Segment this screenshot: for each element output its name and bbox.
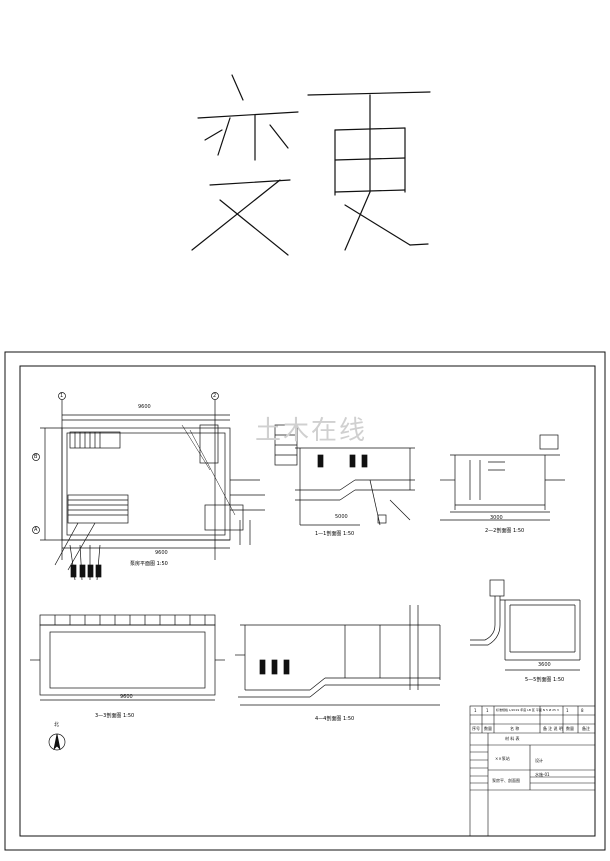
tb-r1-c5: 8: [581, 708, 584, 713]
tb-r1-c2: 1: [486, 708, 489, 713]
plan-axis-a: A: [34, 527, 38, 533]
section-5-5: [470, 579, 581, 671]
tb-firm: 设计: [535, 758, 543, 763]
north-label: 北: [54, 722, 60, 728]
tb-drawing: 泵房平、剖面图: [492, 778, 520, 783]
plan-dim-bottom: 9600: [155, 550, 168, 556]
title-block: [469, 705, 596, 837]
tb-r2-c3: 名 称: [510, 726, 520, 731]
tb-project: ××泵站: [495, 756, 510, 761]
tb-r2-c6: 备注: [582, 726, 590, 731]
north-arrow: [48, 733, 66, 751]
plan-dim-top: 9600: [138, 404, 151, 410]
change-stamp: [191, 74, 431, 256]
section-4-4: [235, 605, 441, 706]
section-2-2: [440, 434, 565, 521]
section-3-3: [30, 614, 225, 701]
tb-r1-c3: 标准规格 L/2019 年度 LB 区 平面 N 5 Ø 25 3: [496, 708, 559, 712]
watermark: 土木在线: [255, 416, 368, 446]
tb-r1-c4: 1: [566, 708, 569, 713]
tb-r2-c1: 序号: [472, 726, 480, 731]
tb-r1-c1: 1: [474, 708, 477, 713]
plan-axis-2: 2: [213, 393, 217, 399]
tb-r2-c2: 数量: [484, 726, 492, 731]
tb-header: 材 料 表: [505, 736, 520, 741]
tb-drawing-no: 水施-01: [535, 772, 550, 777]
section-2-title: 2—2剖面图 1:50: [485, 528, 525, 534]
plan-axis-b: B: [34, 454, 38, 460]
inner-frame: [19, 365, 596, 837]
plan-axis-1: 1: [60, 393, 64, 399]
tb-r2-c5: 数量: [566, 726, 574, 731]
pump-house-plan: [32, 392, 265, 581]
plan-title: 泵房平面图 1:50: [130, 561, 168, 567]
section-1-title: 1—1剖面图 1:50: [315, 531, 355, 537]
section-3-title: 3—3剖面图 1:50: [95, 713, 135, 719]
outer-border: [4, 351, 606, 851]
section-5-dim: 3600: [538, 662, 551, 668]
section-3-dim: 9600: [120, 694, 133, 700]
section-4-title: 4—4剖面图 1:50: [315, 716, 355, 722]
section-5-title: 5—5剖面图 1:50: [525, 677, 565, 683]
section-1-dim: 5000: [335, 514, 348, 520]
tb-r2-c4: 备 注 说 明: [543, 726, 563, 731]
section-1-1: [274, 424, 415, 526]
section-2-dim: 3000: [490, 515, 503, 521]
